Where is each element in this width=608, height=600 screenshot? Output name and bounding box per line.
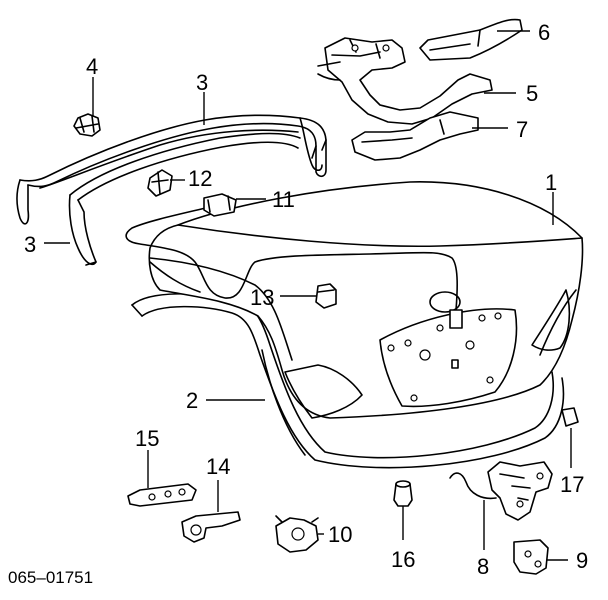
torsion-bar-part (68, 132, 301, 266)
callout-12: 12 (188, 166, 212, 191)
callout-14: 14 (206, 454, 230, 479)
torsion-bar-part (16, 114, 327, 225)
bracket-part (127, 483, 197, 507)
callout-7: 7 (516, 117, 528, 142)
hinge-part (419, 18, 523, 61)
stopper-part (561, 407, 579, 427)
callout-8: 8 (477, 554, 489, 579)
hinge-part (351, 111, 479, 161)
clip-part (73, 113, 101, 137)
callout-16: 16 (391, 547, 415, 572)
trunk-lid-part (148, 181, 584, 419)
hinge-part (317, 37, 493, 125)
diagram-code: 065–01751 (8, 568, 93, 587)
callout-15: 15 (135, 426, 159, 451)
callout-2: 2 (186, 388, 198, 413)
callout-6: 6 (538, 20, 550, 45)
stopper-part (315, 283, 337, 309)
latch-assembly-part (449, 461, 553, 521)
latch-lever-part (181, 511, 241, 543)
callout-17: 17 (560, 472, 584, 497)
leader-lines (44, 30, 572, 561)
callout-11: 11 (272, 187, 295, 212)
cushion-part (393, 480, 413, 507)
callout-labels: 1 2 3 3 4 5 6 7 8 9 10 11 12 13 14 15 16… (24, 20, 588, 579)
callout-3-lower: 3 (24, 232, 36, 257)
callout-13: 13 (250, 285, 274, 310)
callout-1: 1 (545, 170, 557, 195)
callout-5: 5 (526, 81, 538, 106)
callout-3-upper: 3 (196, 70, 208, 95)
callout-10: 10 (328, 522, 352, 547)
callout-9: 9 (576, 548, 588, 573)
lock-cylinder-part (275, 515, 319, 553)
callout-4: 4 (86, 54, 98, 79)
striker-part (513, 539, 549, 575)
clip-part (147, 169, 173, 197)
lock-cable-part (125, 193, 463, 369)
